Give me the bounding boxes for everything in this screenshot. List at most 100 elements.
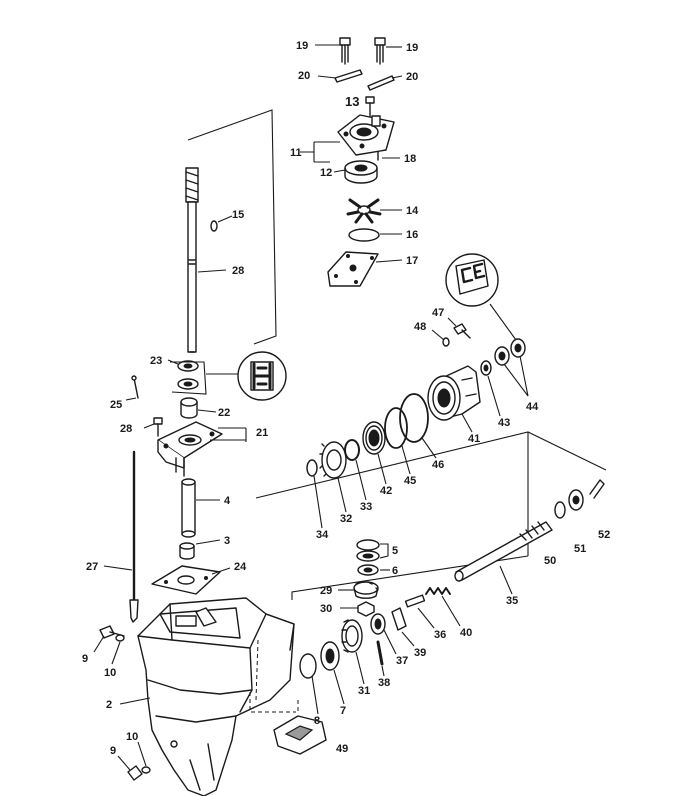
label-42: 42	[380, 485, 392, 497]
reverse-gear-31	[341, 619, 363, 653]
slider-36	[404, 594, 426, 608]
bolt-28-small	[153, 417, 163, 437]
oil-seals-44	[494, 338, 526, 366]
label-20-right: 20	[406, 71, 418, 83]
label-5: 5	[392, 545, 398, 557]
cotter-pin-52	[589, 479, 605, 499]
bearing-23	[170, 360, 207, 395]
shift-plunger-39	[391, 607, 407, 631]
label-10-lower: 10	[126, 731, 138, 743]
label-20-left: 20	[298, 70, 310, 82]
bushing-22	[180, 397, 198, 419]
shim-33	[344, 439, 360, 461]
drive-shaft-28	[185, 167, 199, 353]
pin-38	[376, 640, 384, 666]
label-19-left: 19	[296, 40, 308, 52]
label-31: 31	[358, 685, 370, 697]
label-9-upper: 9	[82, 653, 88, 665]
gasket-24	[151, 565, 221, 595]
label-50: 50	[544, 555, 556, 567]
label-4: 4	[224, 495, 231, 507]
bolt-19-left	[339, 37, 351, 65]
bearing-7	[320, 641, 340, 671]
washer-10-lower	[141, 766, 151, 774]
label-52: 52	[598, 529, 610, 541]
label-44: 44	[526, 401, 539, 413]
label-27: 27	[86, 561, 98, 573]
label-7: 7	[340, 705, 346, 717]
oil-seal-43	[480, 360, 492, 376]
label-40: 40	[460, 627, 472, 639]
washer-10-upper	[115, 634, 125, 642]
label-35: 35	[506, 595, 518, 607]
label-16: 16	[406, 229, 418, 241]
label-49: 49	[336, 743, 348, 755]
washer-48	[442, 337, 450, 347]
label-23: 23	[150, 355, 162, 367]
label-38: 38	[378, 677, 390, 689]
label-37: 37	[396, 655, 408, 667]
label-33: 33	[360, 501, 372, 513]
label-51: 51	[574, 543, 586, 555]
shift-rod-27	[129, 450, 139, 623]
o-ring-45	[384, 407, 408, 449]
water-pump-assembly	[300, 37, 403, 287]
label-34: 34	[316, 529, 329, 541]
bearing-5	[356, 539, 380, 562]
label-47: 47	[432, 307, 444, 319]
label-15: 15	[232, 209, 244, 221]
dog-clutch-37	[370, 613, 386, 635]
label-6: 6	[392, 565, 398, 577]
label-25: 25	[110, 399, 122, 411]
label-28-driveshaft: 28	[232, 265, 244, 277]
bolt-47	[453, 323, 471, 339]
label-45: 45	[404, 475, 416, 487]
label-39: 39	[414, 647, 426, 659]
plate-20-left	[334, 69, 363, 83]
shim-34	[306, 459, 318, 477]
pin-25	[133, 377, 139, 399]
propeller-shaft-35	[454, 521, 553, 582]
label-13: 13	[345, 94, 359, 109]
label-21: 21	[256, 427, 268, 439]
label-30: 30	[320, 603, 332, 615]
bracket-line-driveshaft	[187, 109, 277, 345]
forward-gear-32	[319, 441, 347, 479]
pump-housing-11	[337, 114, 395, 156]
o-ring-46	[399, 393, 429, 443]
washer-50	[554, 501, 566, 519]
spring-40	[425, 587, 451, 595]
pinion-29	[353, 581, 379, 599]
label-9-lower: 9	[110, 745, 116, 757]
bolt-9-lower	[127, 765, 143, 781]
oil-seal-housing-21	[157, 421, 223, 477]
shim-8	[299, 653, 317, 679]
bearing-housing-41	[427, 365, 481, 421]
label-43: 43	[498, 417, 510, 429]
nut-51	[568, 489, 584, 511]
special-tool-stamp-mid	[206, 351, 287, 401]
gear-case-2	[137, 597, 295, 796]
label-24: 24	[234, 561, 247, 573]
insert-12	[344, 160, 378, 184]
o-ring-16	[348, 228, 380, 242]
label-19-right: 19	[406, 42, 418, 54]
label-29: 29	[320, 585, 332, 597]
water-tube-4	[181, 478, 196, 538]
outer-plate-17	[327, 251, 379, 287]
callout-labels: 19 19 20 20 13 11 12 18 14 16 17 15 28 2…	[82, 40, 610, 757]
pin-15	[210, 220, 218, 232]
label-10-upper: 10	[104, 667, 116, 679]
label-17: 17	[406, 255, 418, 267]
bearing-42	[362, 421, 386, 455]
label-12: 12	[320, 167, 332, 179]
label-2: 2	[106, 699, 112, 711]
nut-30	[357, 601, 375, 617]
impeller-14	[346, 198, 382, 224]
label-3: 3	[224, 535, 230, 547]
bolt-13	[365, 96, 375, 117]
grommet-3	[179, 542, 195, 560]
label-41: 41	[468, 433, 480, 445]
